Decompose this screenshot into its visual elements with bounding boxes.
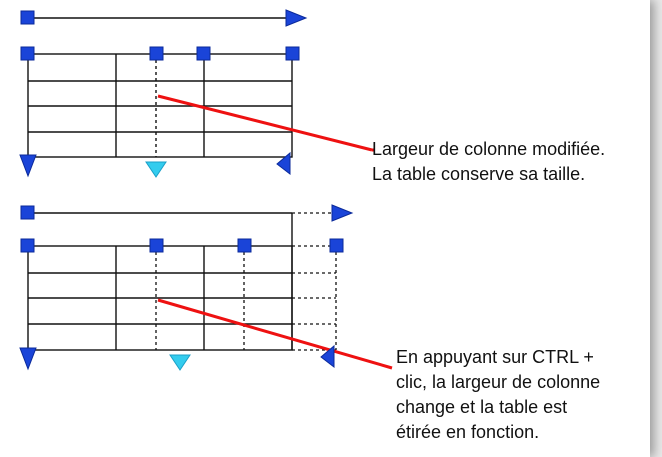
column-grip[interactable] — [237, 238, 252, 253]
top-table-diagram — [19, 9, 374, 178]
bottom-table-stretched-outline — [155, 212, 337, 351]
top-table-grips — [19, 9, 308, 178]
table-grip-corner[interactable] — [20, 238, 35, 253]
table-grip-arrow-height[interactable] — [19, 347, 37, 371]
column-grip[interactable] — [149, 46, 164, 61]
active-column-grip-arrow[interactable] — [169, 354, 191, 371]
table-grip-move-top-left[interactable] — [20, 10, 35, 25]
bottom-table-diagram — [19, 204, 393, 371]
bottom-table-grid — [27, 212, 293, 351]
caption-column-width-modified: Largeur de colonne modifiée. La table co… — [372, 139, 606, 184]
table-grip-arrow-corner[interactable] — [276, 151, 291, 176]
column-grip[interactable] — [285, 46, 300, 61]
table-grip-arrow-width[interactable] — [285, 9, 308, 27]
caption-ctrl-click-stretch: En appuyant sur CTRL + clic, la largeur … — [396, 347, 601, 442]
bottom-leader-line — [157, 298, 393, 370]
table-grip-move-top-left[interactable] — [20, 205, 35, 220]
table-grip-arrow-corner[interactable] — [320, 344, 335, 369]
table-grip-corner[interactable] — [20, 46, 35, 61]
table-grip-arrow-height[interactable] — [19, 154, 37, 178]
column-grip[interactable] — [149, 238, 164, 253]
column-grip[interactable] — [329, 238, 344, 253]
active-column-grip-arrow[interactable] — [145, 161, 167, 178]
bottom-table-grips — [19, 204, 354, 371]
table-grip-arrow-width[interactable] — [331, 204, 354, 222]
column-grip[interactable] — [196, 46, 211, 61]
top-table-grid — [27, 17, 293, 158]
top-leader-line — [157, 94, 373, 152]
